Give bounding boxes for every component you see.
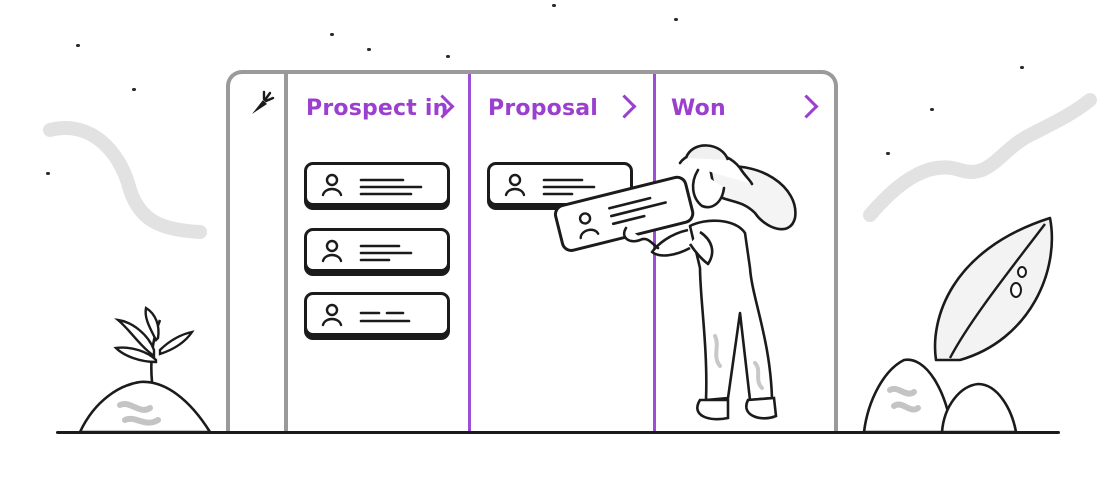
chevron-right-icon[interactable] — [612, 94, 637, 119]
user-icon — [321, 303, 343, 327]
sidebar-divider — [284, 74, 288, 434]
sky-dot — [446, 55, 450, 58]
carrot-icon — [252, 90, 275, 114]
left-rock-plant — [77, 306, 213, 434]
sky-dot — [46, 172, 50, 175]
sky-dot — [330, 33, 334, 36]
ground-line — [56, 431, 1060, 434]
sky-dot — [367, 48, 371, 51]
sky-dot — [76, 44, 80, 47]
card-text-lines — [359, 311, 411, 323]
deal-card[interactable] — [304, 162, 450, 206]
card-text-lines — [542, 178, 596, 196]
sky-dot — [552, 4, 556, 7]
sky-dot — [1020, 66, 1024, 69]
deal-card[interactable] — [304, 228, 450, 272]
column-divider — [468, 74, 471, 434]
column-title-won: Won — [671, 96, 726, 121]
sky-dot — [674, 18, 678, 21]
deal-card[interactable] — [304, 292, 450, 336]
card-text-lines — [359, 244, 413, 262]
user-icon — [321, 173, 343, 197]
column-title-proposal: Proposal — [488, 96, 599, 121]
sky-dot — [886, 152, 890, 155]
sky-dot — [132, 88, 136, 91]
sky-dot — [930, 108, 934, 111]
right-leaf-rocks — [862, 216, 1054, 434]
card-text-lines — [359, 178, 423, 196]
column-title-prospect: Prospect in — [306, 96, 449, 121]
chevron-right-icon[interactable] — [794, 94, 819, 119]
woman-carrying-card — [553, 144, 797, 421]
user-icon — [321, 239, 343, 263]
user-icon — [504, 173, 526, 197]
